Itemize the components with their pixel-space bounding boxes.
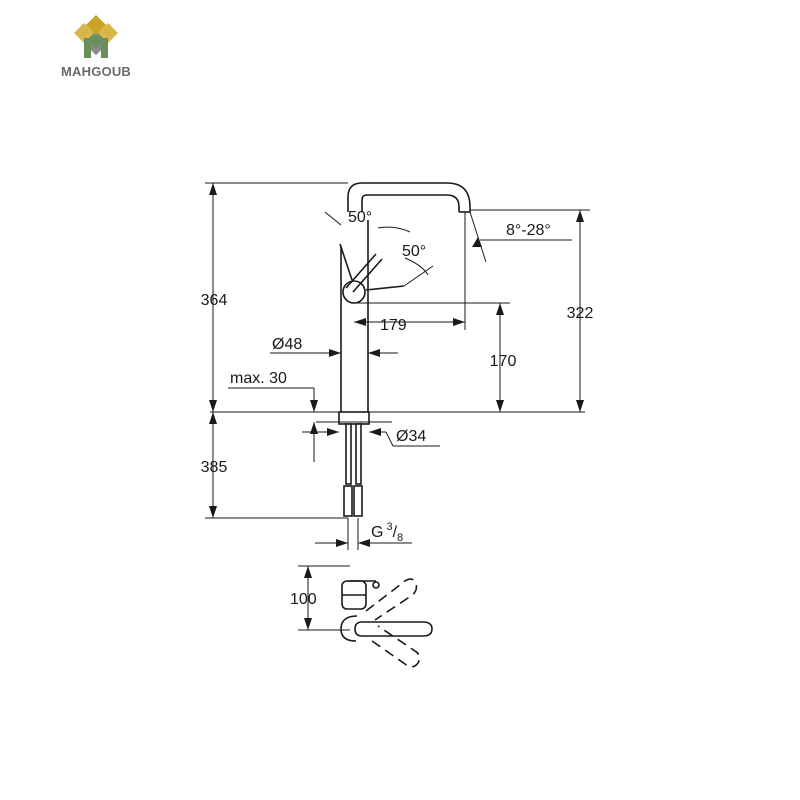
- label-body-diameter: Ø48: [272, 336, 302, 353]
- thread-numerator: 3: [386, 521, 392, 533]
- angle-arc-top: [377, 226, 411, 233]
- arrow-head: [354, 318, 366, 326]
- label-spout-reach: 179: [380, 317, 407, 334]
- arrow-head: [336, 539, 348, 547]
- lever-up-position: [339, 243, 353, 281]
- arrow-head: [327, 428, 339, 436]
- spout-top: [354, 621, 433, 637]
- arrow-head: [472, 237, 482, 247]
- label-max-deck: max. 30: [230, 370, 287, 387]
- arrow-head: [496, 303, 504, 315]
- label-hole-diameter: Ø34: [396, 428, 426, 445]
- thread-denominator: 8: [397, 532, 403, 544]
- arrow-head: [310, 400, 318, 412]
- swivel-position-upper: [365, 578, 418, 621]
- arrow-head: [310, 422, 318, 434]
- arrow-head: [453, 318, 465, 326]
- arrow-head: [209, 506, 217, 518]
- angle-guide-top: [324, 211, 342, 226]
- arrow-head: [209, 412, 217, 424]
- brand-name: MAHGOUB: [61, 64, 131, 79]
- label-spout-height: 322: [567, 305, 594, 322]
- dimension-lines: [205, 182, 590, 550]
- lever-tip: [372, 581, 380, 589]
- arrow-head: [304, 566, 312, 578]
- leader-d34: [385, 431, 394, 447]
- lever-side-position: [365, 285, 405, 291]
- hose-fitting-left: [343, 485, 353, 517]
- mounting-nut: [338, 411, 370, 425]
- faucet-side-view: [210, 182, 585, 517]
- logo-mark: [74, 15, 118, 58]
- dimension-labels: 364 322 50° 50° 8°-28° 179 170 Ø48 max. …: [201, 209, 594, 608]
- swivel-position-lower: [371, 625, 421, 668]
- label-spout-clearance: 170: [490, 353, 517, 370]
- arrow-head: [576, 400, 584, 412]
- arrow-head: [369, 428, 381, 436]
- arrow-head: [576, 210, 584, 222]
- spout-outer: [347, 182, 471, 212]
- supply-hose-left: [345, 423, 352, 485]
- lever-arm: [345, 253, 377, 289]
- label-total-height: 364: [201, 292, 228, 309]
- spout-base-arc: [340, 615, 358, 642]
- label-handle-angle-top: 50°: [348, 209, 372, 226]
- arrow-head: [304, 618, 312, 630]
- label-handle-offset: 100: [290, 591, 317, 608]
- arrow-head: [209, 183, 217, 195]
- angle-arc-side: [404, 257, 429, 276]
- label-spout-tilt: 8°-28°: [506, 222, 551, 239]
- arrow-head: [496, 400, 504, 412]
- lever-arm-lower: [352, 258, 383, 293]
- arrow-head: [368, 349, 380, 357]
- arrow-head: [209, 400, 217, 412]
- arrow-head: [329, 349, 341, 357]
- arrow-head: [358, 539, 370, 547]
- spout-inner: [361, 194, 460, 212]
- label-below-deck: 385: [201, 459, 228, 476]
- faucet-top-view: [298, 565, 433, 668]
- supply-hose-right: [355, 423, 362, 485]
- label-handle-angle-side: 50°: [402, 243, 426, 260]
- thread-letter: G: [371, 524, 383, 541]
- brand-logo: MAHGOUB: [61, 15, 131, 79]
- angle-guide-side: [403, 265, 434, 287]
- hose-fitting-right: [353, 485, 363, 517]
